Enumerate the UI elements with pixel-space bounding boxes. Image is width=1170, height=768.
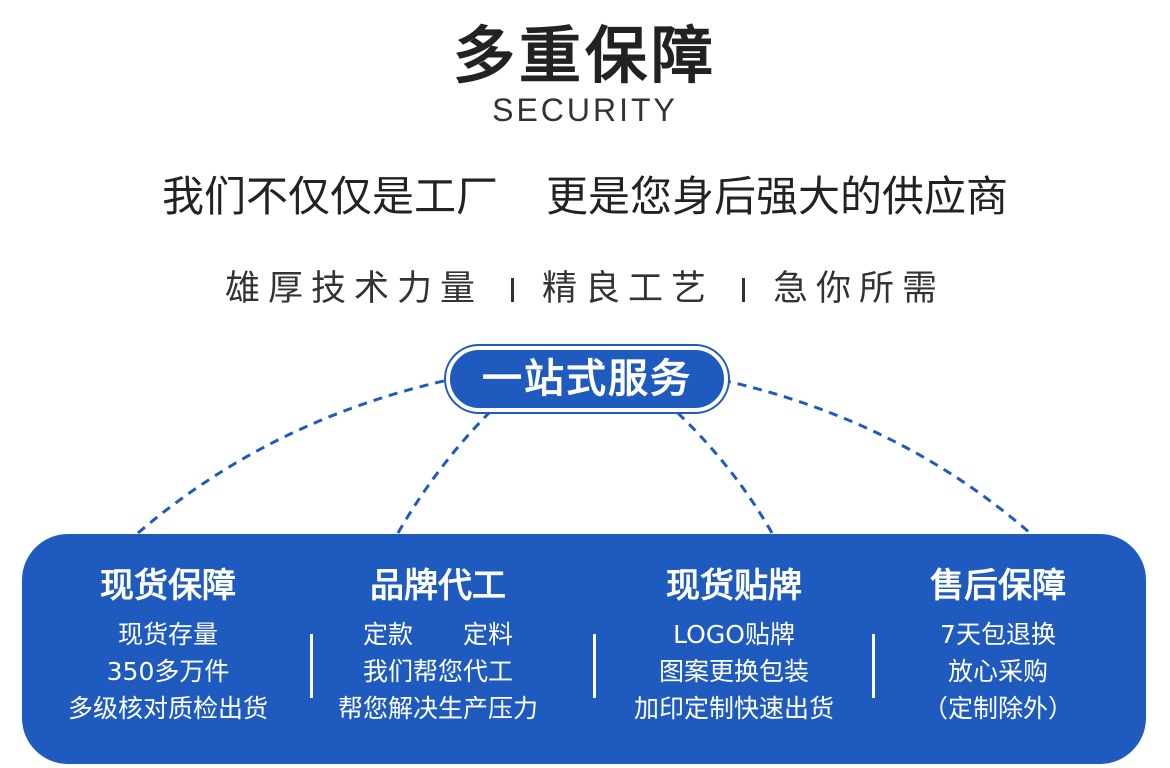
feature-item: 急你所需 — [773, 269, 946, 309]
service-card-after-sales: 售后保障 7天包退换 放心采购 （定制除外） — [894, 564, 1102, 727]
service-line: 现货存量 — [117, 620, 218, 649]
feature-item: 精良工艺 — [541, 269, 714, 309]
feature-separator — [510, 278, 514, 302]
tagline-right: 更是您身后强大的供应商 — [546, 172, 1009, 221]
service-title: 品牌代工 — [370, 566, 506, 606]
service-line: LOGO贴牌 — [673, 620, 795, 649]
service-line: 7天包退换 — [940, 620, 1056, 649]
service-line: 帮您解决生产压力 — [337, 694, 538, 723]
feature-separator — [742, 278, 745, 302]
connector-line-1 — [137, 378, 449, 535]
column-divider — [310, 634, 313, 698]
service-line: 我们帮您代工 — [362, 657, 513, 686]
service-card-labeling: 现货贴牌 LOGO贴牌 图案更换包装 加印定制快速出货 — [610, 564, 858, 727]
service-card-stock: 现货保障 现货存量 350多万件 多级核对质检出货 — [40, 564, 296, 727]
tagline-left: 我们不仅仅是工厂 — [161, 172, 498, 221]
column-divider — [872, 634, 875, 698]
tagline: 我们不仅仅是工厂更是您身后强大的供应商 — [0, 170, 1170, 224]
service-line: 350多万件 — [106, 657, 230, 686]
one-stop-service-badge: 一站式服务 — [446, 346, 728, 412]
service-line: 定款 定料 — [362, 620, 513, 649]
service-line: 放心采购 — [947, 657, 1048, 686]
services-panel: 现货保障 现货存量 350多万件 多级核对质检出货 品牌代工 定款 定料 我们帮… — [22, 534, 1146, 764]
service-title: 现货贴牌 — [666, 566, 802, 606]
service-line: （定制除外） — [922, 694, 1073, 723]
page-subtitle: SECURITY — [492, 92, 678, 128]
column-divider — [593, 634, 596, 698]
service-title: 现货保障 — [100, 566, 236, 606]
service-line: 多级核对质检出货 — [67, 694, 268, 723]
feature-list: 雄厚技术力量 精良工艺 急你所需 — [0, 266, 1170, 312]
connector-line-3 — [664, 400, 774, 534]
service-line: 图案更换包装 — [658, 657, 809, 686]
feature-item: 雄厚技术力量 — [224, 269, 483, 309]
service-line: 加印定制快速出货 — [633, 694, 834, 723]
connector-line-2 — [396, 400, 502, 534]
service-title: 售后保障 — [930, 566, 1066, 606]
connector-line-4 — [721, 378, 1031, 535]
page-title: 多重保障 — [452, 19, 717, 92]
service-card-oem: 品牌代工 定款 定料 我们帮您代工 帮您解决生产压力 — [322, 564, 554, 727]
